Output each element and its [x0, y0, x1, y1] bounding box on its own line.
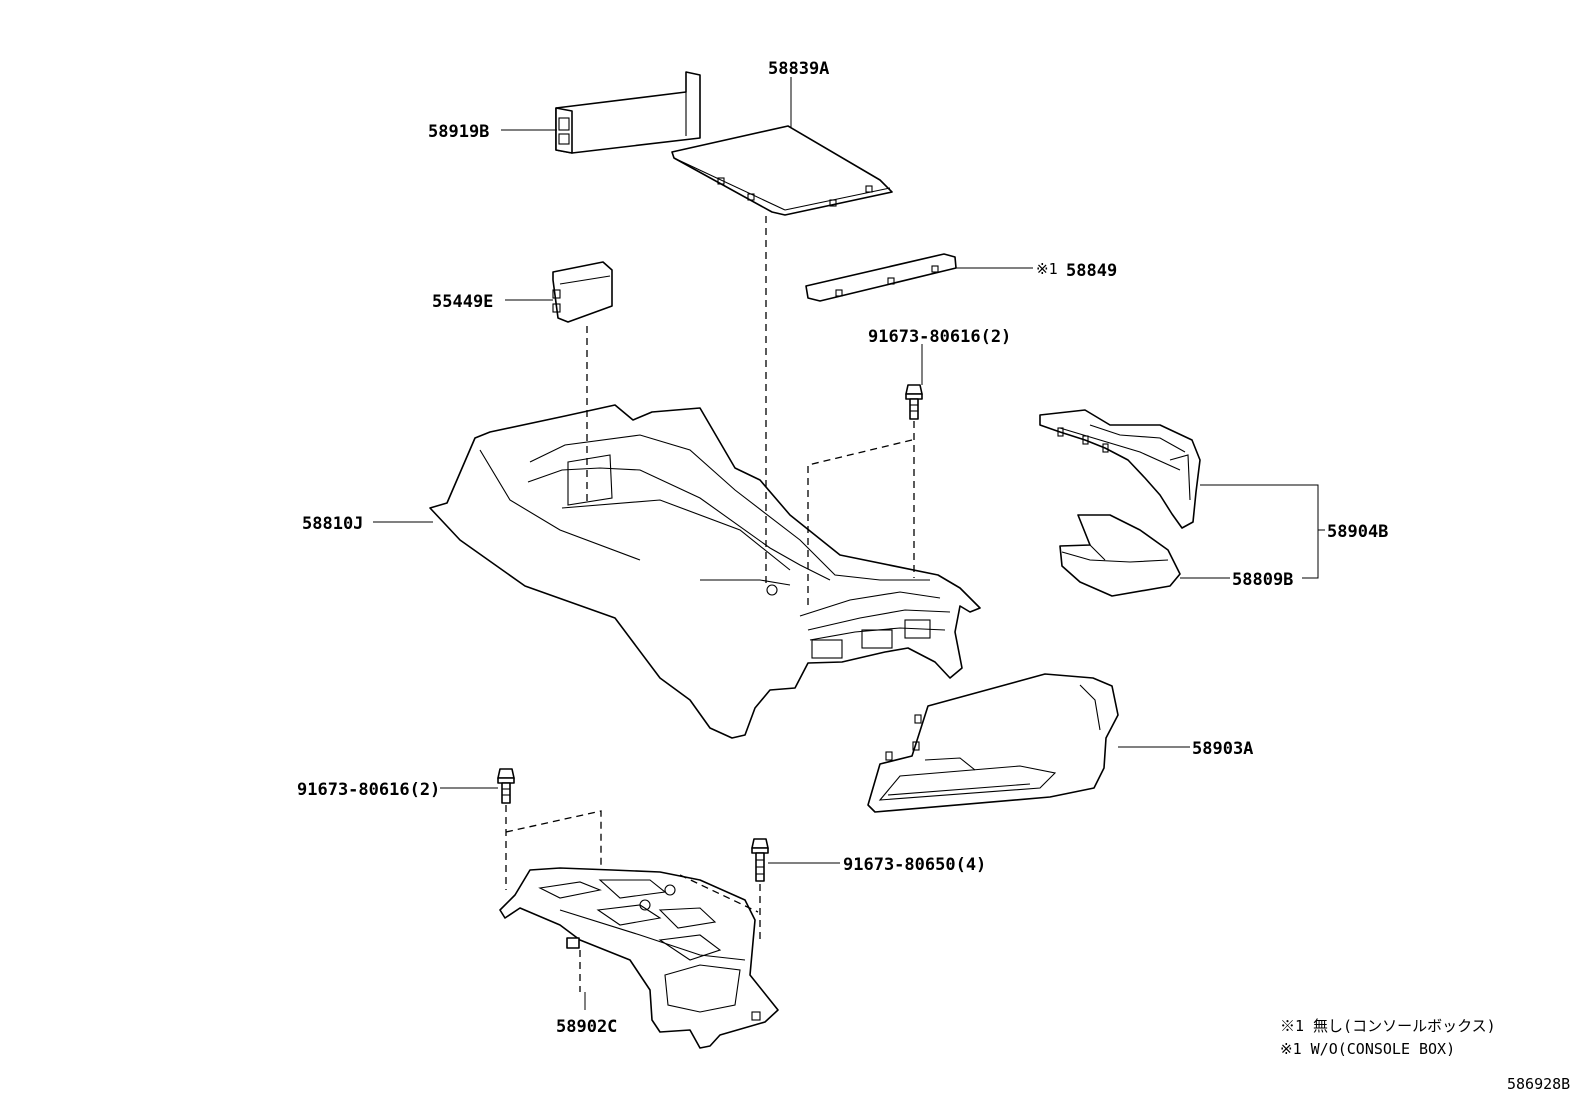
assembly-lines — [505, 216, 915, 992]
part-58903a-drawing — [867, 673, 1119, 813]
part-58919b-drawing — [555, 71, 701, 154]
bolt-left-drawing — [497, 768, 515, 804]
leader-lines — [373, 77, 1325, 1010]
part-58810j-drawing — [429, 404, 981, 739]
label-58839a: 58839A — [768, 59, 829, 79]
figure-id: 586928B — [1507, 1075, 1570, 1093]
label-58919b: 58919B — [428, 122, 489, 142]
note-line-1: ※1 無し(コンソールボックス) — [1280, 1017, 1496, 1035]
label-58810j: 58810J — [302, 514, 363, 534]
notes: ※1 無し(コンソールボックス) ※1 W/O(CONSOLE BOX) 586… — [1280, 1017, 1570, 1093]
label-58809b: 58809B — [1232, 570, 1293, 590]
label-58904b: 58904B — [1327, 522, 1388, 542]
part-58839a-drawing — [671, 125, 893, 216]
note-line-2: ※1 W/O(CONSOLE BOX) — [1280, 1040, 1455, 1058]
part-58849-drawing — [805, 253, 957, 302]
label-bolt-left: 91673-80616(2) — [297, 780, 440, 800]
label-bolt-top: 91673-80616(2) — [868, 327, 1011, 347]
part-58902c-drawing — [499, 867, 779, 1049]
part-labels: 58839A 58919B ※1 58849 55449E 91673-8061… — [297, 59, 1388, 1037]
label-55449e: 55449E — [432, 292, 493, 312]
part-58904b-drawing — [1039, 409, 1201, 529]
part-58809b-drawing — [1059, 514, 1181, 597]
bolt-right-drawing — [751, 838, 769, 882]
label-58849: 58849 — [1066, 261, 1117, 281]
label-58903a: 58903A — [1192, 739, 1253, 759]
label-bolt-right: 91673-80650(4) — [843, 855, 986, 875]
bolt-top-drawing — [905, 384, 923, 420]
label-58849-mark: ※1 — [1036, 260, 1058, 278]
label-58902c: 58902C — [556, 1017, 617, 1037]
part-55449e-drawing — [552, 261, 613, 323]
